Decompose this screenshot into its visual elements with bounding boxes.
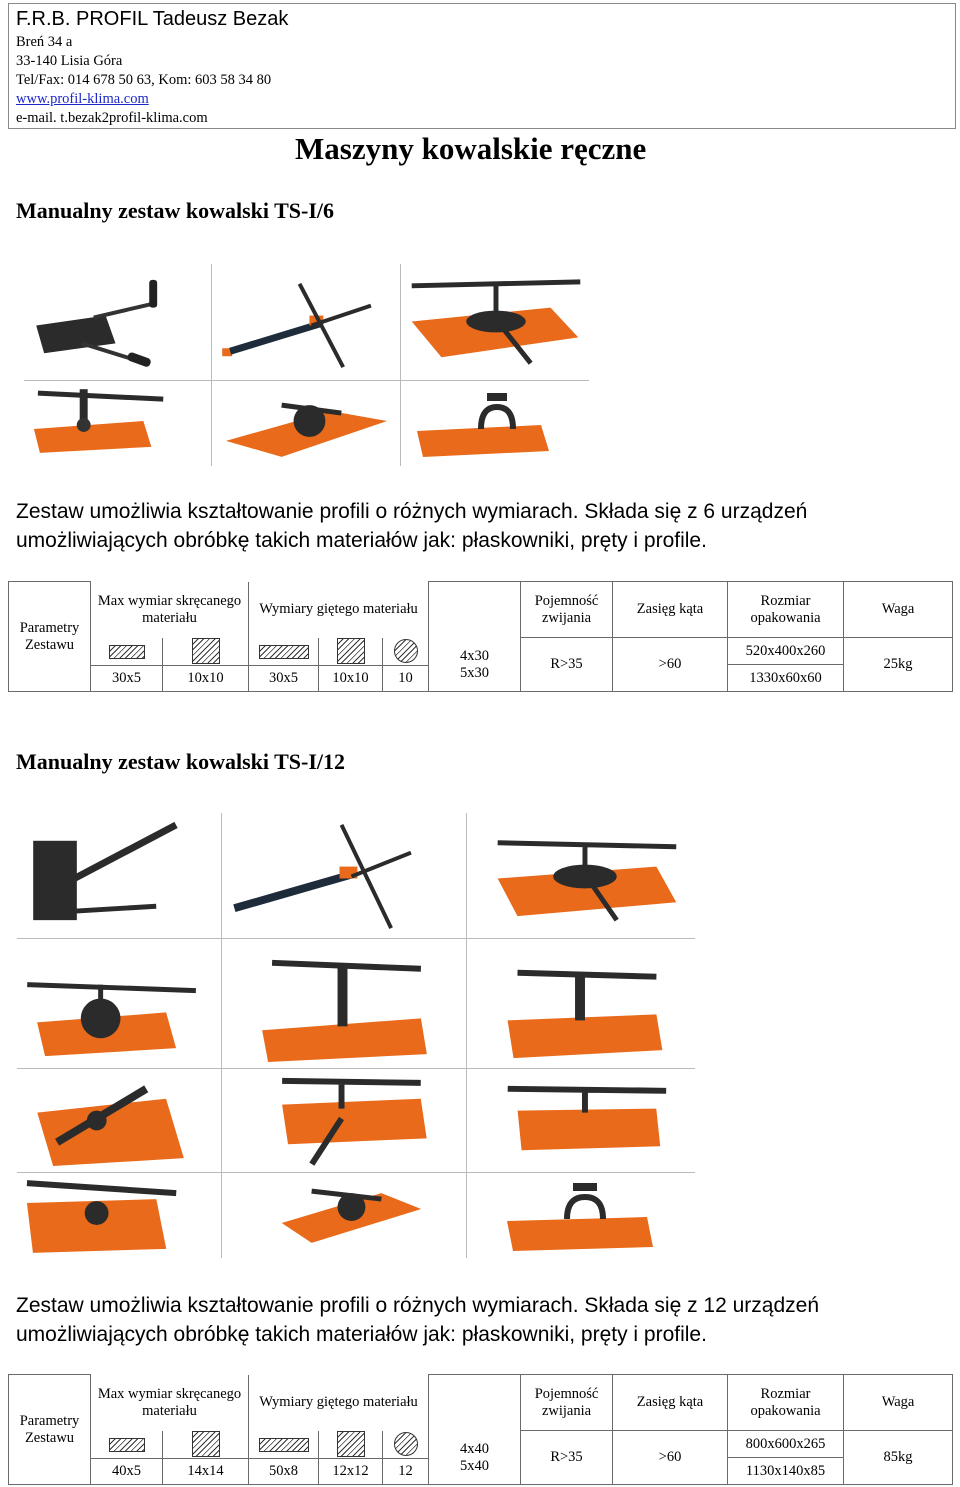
twister-bar-photo	[212, 264, 401, 381]
flat-bar-icon	[258, 1437, 309, 1452]
params-header: Parametry Zestawu	[8, 581, 91, 692]
package-line-1: 520x400x260	[728, 638, 844, 665]
twist-flat-value: 40x5	[90, 1458, 163, 1485]
package-header: Rozmiar opakowania	[727, 581, 845, 638]
t-handle-plate-photo	[222, 1069, 467, 1173]
company-header-box	[8, 3, 956, 129]
range-value: >60	[612, 637, 729, 692]
fork-bender-photo	[401, 381, 589, 466]
twist-square-value: 10x10	[162, 665, 249, 692]
website-link[interactable]: www.profil-klima.com	[16, 91, 149, 107]
range-value: >60	[612, 1430, 729, 1485]
lever-bender-photo	[17, 1069, 222, 1173]
capacity-value: R>35	[520, 637, 614, 692]
extra-line-2: 5x40	[460, 1457, 490, 1474]
weight-header: Waga	[843, 581, 954, 638]
square-bar-icon	[191, 1431, 220, 1458]
package-values: 520x400x260 1330x60x60	[727, 637, 845, 692]
bend-flat-value: 30x5	[248, 665, 319, 692]
max-twist-header: Max wymiar skręcanego materiału	[90, 1374, 249, 1431]
weight-value: 25kg	[843, 637, 954, 692]
bend-flat-value: 50x8	[248, 1458, 319, 1485]
flat-bar-icon	[258, 644, 309, 659]
t-handle-bender-photo	[222, 939, 467, 1069]
range-header: Zasięg kąta	[612, 1374, 729, 1431]
set-1-description: Zestaw umożliwia kształtowanie profili o…	[16, 500, 808, 552]
set-2-photo-grid	[17, 813, 695, 1258]
t-handle-bender-2-photo	[467, 939, 695, 1069]
bend-square-value: 12x12	[318, 1458, 383, 1485]
package-values: 800x600x265 1130x140x85	[727, 1430, 845, 1485]
fork-bender-photo	[467, 1173, 695, 1258]
email-line: e-mail. t.bezak2profil-klima.com	[16, 110, 208, 126]
roller-plate-photo	[24, 381, 212, 466]
capacity-header: Pojemność zwijania	[520, 581, 614, 638]
address-line-1: Breń 34 a	[16, 34, 73, 50]
weight-value: 85kg	[843, 1430, 954, 1485]
max-twist-header: Max wymiar skręcanego materiału	[90, 581, 249, 638]
capacity-header: Pojemność zwijania	[520, 1374, 614, 1431]
bend-round-value: 12	[381, 1458, 430, 1485]
set-2-description: Zestaw umożliwia kształtowanie profili o…	[16, 1294, 820, 1346]
package-header: Rozmiar opakowania	[727, 1374, 845, 1431]
set-1-title: Manualny zestaw kowalski TS-I/6	[16, 198, 335, 223]
twist-square-value: 14x14	[162, 1458, 249, 1485]
twist-flat-value: 30x5	[90, 665, 163, 692]
range-header: Zasięg kąta	[612, 581, 729, 638]
phone-line: Tel/Fax: 014 678 50 63, Kom: 603 58 34 8…	[16, 72, 272, 88]
params-header: Parametry Zestawu	[8, 1374, 91, 1485]
weight-header: Waga	[843, 1374, 954, 1431]
set-2-spec-table: Parametry Zestawu Max wymiar skręcanego …	[8, 1374, 954, 1485]
ring-bender-photo	[401, 264, 589, 381]
extra-col: 4x30 5x30	[428, 581, 522, 692]
wheel-bender-photo	[17, 939, 222, 1069]
package-line-2: 1330x60x60	[749, 670, 822, 686]
package-line-2: 1130x140x85	[745, 1463, 826, 1479]
square-bar-icon	[336, 638, 365, 665]
round-bar-icon	[393, 639, 418, 664]
address-line-2: 33-140 Lisia Góra	[16, 53, 123, 69]
bent-material-header: Wymiary giętego materiału	[247, 1374, 430, 1431]
square-bar-icon	[336, 1431, 365, 1458]
extra-line-1: 4x40	[460, 1440, 490, 1457]
extra-col: 4x40 5x40	[428, 1374, 522, 1485]
bend-square-value: 10x10	[318, 665, 383, 692]
flat-bar-icon	[108, 1437, 145, 1452]
page-title: Maszyny kowalskie ręczne	[295, 131, 647, 166]
roller-plate-photo	[17, 1173, 222, 1258]
flat-bar-icon	[108, 644, 145, 659]
round-bar-icon	[393, 1432, 418, 1457]
ring-bender-photo	[467, 813, 695, 939]
square-bar-icon	[191, 638, 220, 665]
bend-round-value: 10	[381, 665, 430, 692]
extra-line-1: 4x30	[460, 647, 490, 664]
bent-material-header: Wymiary giętego materiału	[247, 581, 430, 638]
set-1-spec-table: Parametry Zestawu Max wymiar skręcanego …	[8, 581, 954, 692]
set-2-title: Manualny zestaw kowalski TS-I/12	[16, 749, 346, 774]
package-line-1: 800x600x265	[728, 1431, 844, 1458]
pipe-bender-photo	[222, 1173, 467, 1258]
bender-tool-photo	[24, 264, 212, 381]
extra-line-2: 5x30	[460, 664, 490, 681]
twister-bar-photo	[222, 813, 467, 939]
company-name: F.R.B. PROFIL Tadeusz Bezak	[16, 8, 289, 30]
t-handle-plate-2-photo	[467, 1069, 695, 1173]
set-1-photo-grid	[24, 264, 589, 466]
capacity-value: R>35	[520, 1430, 614, 1485]
pipe-bender-photo	[212, 381, 401, 466]
scroll-bender-photo	[17, 813, 222, 939]
